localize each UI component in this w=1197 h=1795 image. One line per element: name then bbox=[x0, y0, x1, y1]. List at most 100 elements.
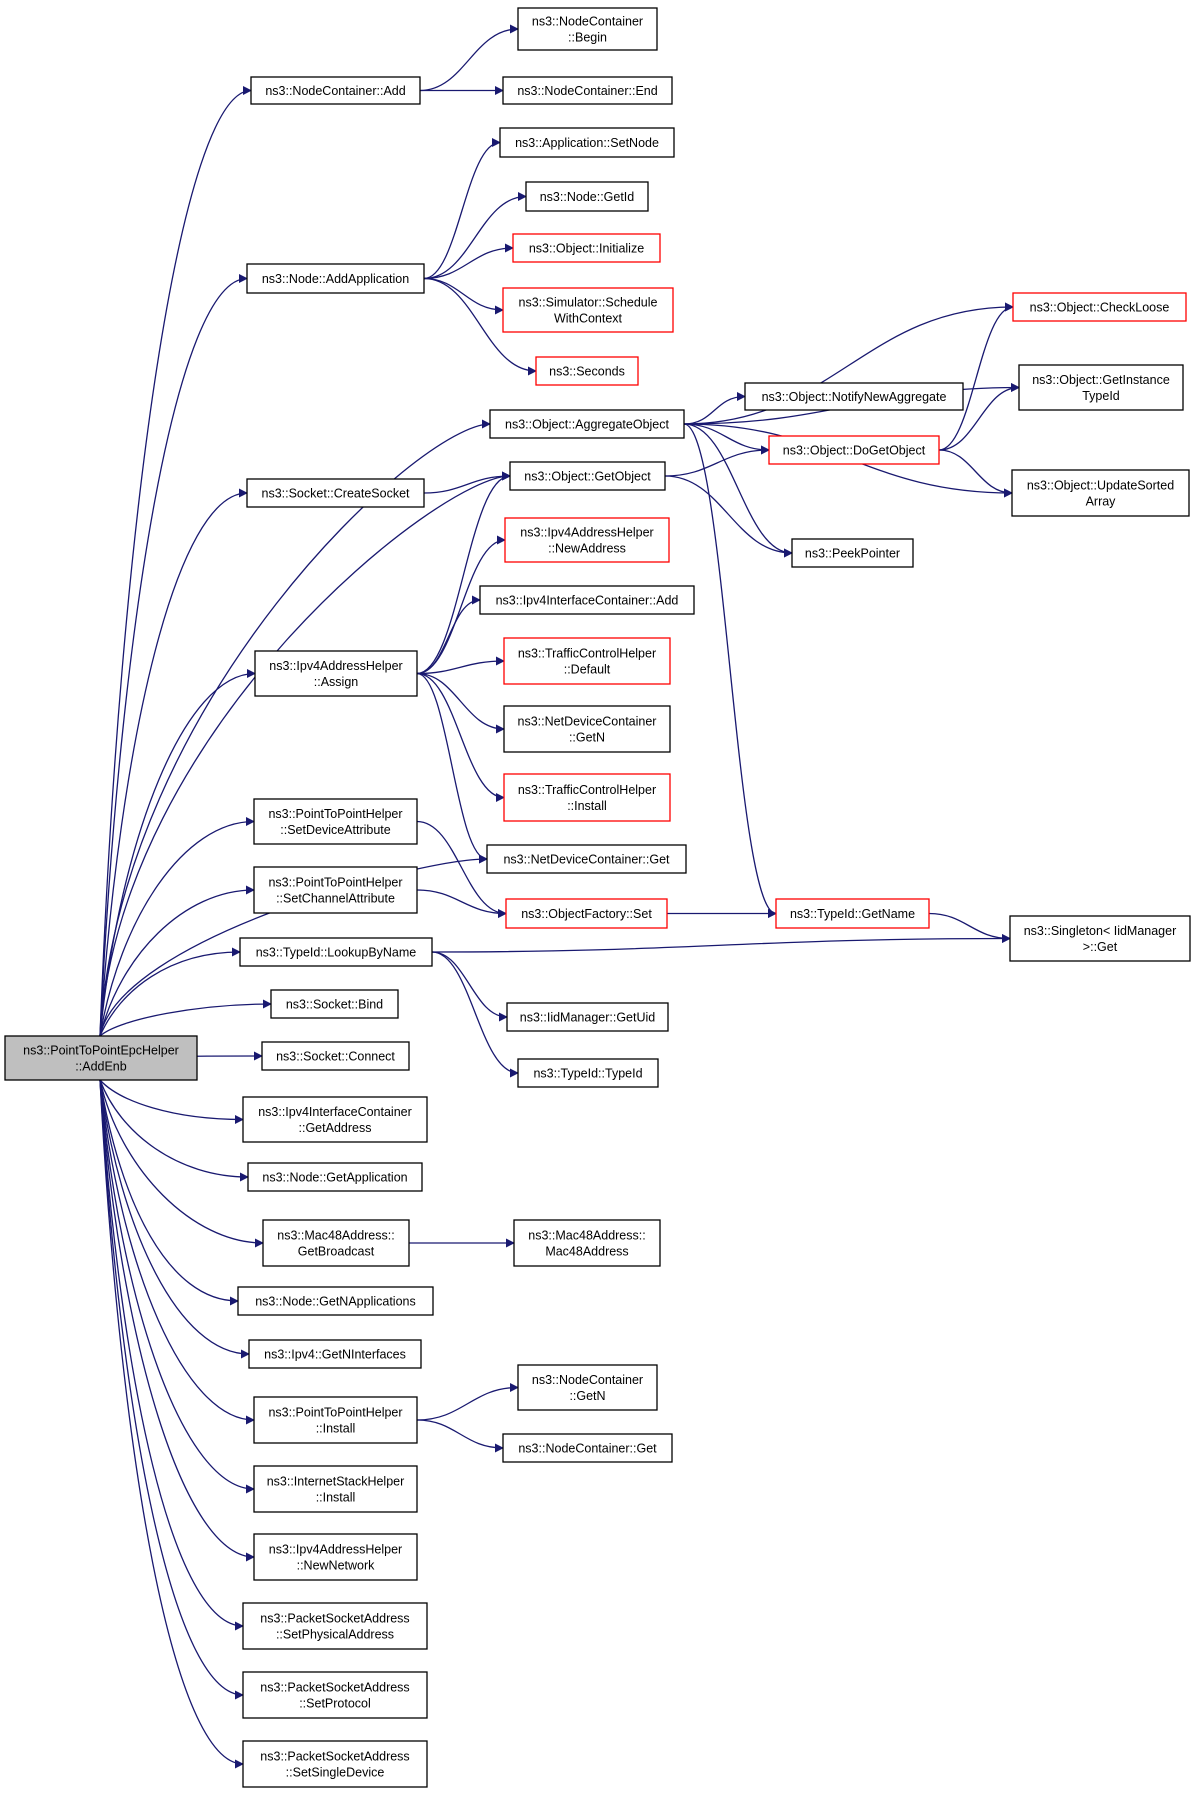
node-psa_setsingle[interactable]: ns3::PacketSocketAddress::SetSingleDevic… bbox=[242, 1740, 428, 1788]
node-p2p_setdevattr[interactable]: ns3::PointToPointHelper::SetDeviceAttrib… bbox=[253, 798, 418, 845]
node-nc_getn[interactable]: ns3::NodeContainer::GetN bbox=[517, 1364, 658, 1411]
node-label-line: ns3::Node::GetNApplications bbox=[255, 1295, 416, 1309]
node-ndc_get[interactable]: ns3::NetDeviceContainer::Get bbox=[486, 844, 687, 874]
node-app_setnode[interactable]: ns3::Application::SetNode bbox=[499, 127, 675, 158]
node-label-line: ns3::NetDeviceContainer::Get bbox=[503, 853, 670, 867]
node-obj_aggregate[interactable]: ns3::Object::AggregateObject bbox=[489, 409, 685, 439]
node-label-line: ::NewAddress bbox=[548, 542, 626, 556]
node-label-line: WithContext bbox=[554, 312, 623, 326]
edge-root-to-obj_aggregate bbox=[99, 419, 491, 1037]
node-label-line: ns3::PointToPointHelper bbox=[268, 876, 402, 890]
node-ipv4ah_assign[interactable]: ns3::Ipv4AddressHelper::Assign bbox=[254, 650, 418, 697]
edge-root-to-ipv4ah_newnet bbox=[99, 1079, 255, 1562]
node-seconds[interactable]: ns3::Seconds bbox=[535, 356, 639, 386]
node-ipv4ic_getaddr[interactable]: ns3::Ipv4InterfaceContainer::GetAddress bbox=[242, 1096, 428, 1143]
edge-obj_dogetobject-to-obj_getinsttype bbox=[938, 383, 1020, 451]
node-tch_install[interactable]: ns3::TrafficControlHelper::Install bbox=[503, 773, 671, 822]
node-typeid_lookup[interactable]: ns3::TypeId::LookupByName bbox=[239, 937, 433, 967]
edge-root-to-ipv4ah_assign bbox=[99, 669, 256, 1037]
node-p2p_install[interactable]: ns3::PointToPointHelper::Install bbox=[253, 1396, 418, 1444]
node-tch_default[interactable]: ns3::TrafficControlHelper::Default bbox=[503, 637, 671, 685]
node-peekpointer[interactable]: ns3::PeekPointer bbox=[791, 538, 914, 568]
node-label-line: ::SetPhysicalAddress bbox=[276, 1628, 394, 1642]
node-node_addapp[interactable]: ns3::Node::AddApplication bbox=[246, 263, 425, 294]
node-nc_add[interactable]: ns3::NodeContainer::Add bbox=[250, 76, 421, 105]
node-node_getnapps[interactable]: ns3::Node::GetNApplications bbox=[237, 1286, 434, 1316]
node-box bbox=[502, 287, 674, 333]
edge-root-to-mac48_getbcast bbox=[99, 1079, 264, 1248]
node-nc_get[interactable]: ns3::NodeContainer::Get bbox=[502, 1433, 673, 1463]
node-box bbox=[270, 989, 399, 1019]
edge-ipv4ah_assign-to-obj_getobject bbox=[416, 471, 511, 675]
node-label-line: ns3::NodeContainer bbox=[532, 15, 643, 29]
node-nc_begin[interactable]: ns3::NodeContainer::Begin bbox=[517, 7, 658, 51]
node-iid_getuid[interactable]: ns3::IidManager::GetUid bbox=[506, 1002, 669, 1032]
node-psa_setphys[interactable]: ns3::PacketSocketAddress::SetPhysicalAdd… bbox=[242, 1602, 428, 1650]
node-objfactory_set[interactable]: ns3::ObjectFactory::Set bbox=[505, 898, 668, 929]
node-label-line: ::SetProtocol bbox=[299, 1697, 371, 1711]
node-label-line: ns3::Ipv4AddressHelper bbox=[520, 526, 653, 540]
edge-obj_aggregate-to-obj_dogetobject bbox=[683, 423, 770, 455]
node-typeid_getname[interactable]: ns3::TypeId::GetName bbox=[775, 898, 930, 929]
node-box bbox=[253, 1533, 418, 1581]
node-box bbox=[1011, 469, 1190, 517]
node-singleton_get[interactable]: ns3::Singleton< IidManager >::Get bbox=[1009, 915, 1191, 962]
node-label-line: ns3::Node::AddApplication bbox=[262, 272, 409, 286]
node-label-line: ns3::ObjectFactory::Set bbox=[521, 907, 652, 921]
node-obj_getobject[interactable]: ns3::Object::GetObject bbox=[509, 461, 666, 491]
edge-ipv4ah_assign-to-tch_install bbox=[416, 672, 505, 802]
node-mac48_getbcast[interactable]: ns3::Mac48Address::GetBroadcast bbox=[262, 1219, 410, 1267]
node-label-line: ns3::Ipv4InterfaceContainer::Add bbox=[496, 594, 679, 608]
node-box bbox=[486, 844, 687, 874]
call-edges bbox=[99, 24, 1020, 1769]
node-mac48_ctor[interactable]: ns3::Mac48Address::Mac48Address bbox=[513, 1219, 661, 1267]
node-sock_connect[interactable]: ns3::Socket::Connect bbox=[261, 1041, 410, 1071]
node-node_getid[interactable]: ns3::Node::GetId bbox=[525, 181, 649, 212]
node-typeid_typeid[interactable]: ns3::TypeId::TypeId bbox=[517, 1058, 659, 1088]
edge-root-to-node_addapp bbox=[99, 274, 248, 1037]
node-label-line: ::AddEnb bbox=[75, 1060, 126, 1074]
node-ipv4ah_newaddr[interactable]: ns3::Ipv4AddressHelper::NewAddress bbox=[504, 517, 670, 563]
node-box bbox=[239, 937, 433, 967]
node-box bbox=[1009, 915, 1191, 962]
node-obj_checkloose[interactable]: ns3::Object::CheckLoose bbox=[1012, 292, 1187, 322]
node-ipv4_getnif[interactable]: ns3::Ipv4::GetNInterfaces bbox=[248, 1339, 422, 1369]
edge-root-to-psa_setphys bbox=[99, 1079, 244, 1631]
node-box bbox=[744, 382, 964, 411]
node-label-line: ns3::Singleton< IidManager bbox=[1024, 924, 1177, 938]
node-p2p_setchanattr[interactable]: ns3::PointToPointHelper::SetChannelAttri… bbox=[253, 866, 418, 914]
node-obj_notify[interactable]: ns3::Object::NotifyNewAggregate bbox=[744, 382, 964, 411]
node-box bbox=[253, 1465, 418, 1513]
node-sock_bind[interactable]: ns3::Socket::Bind bbox=[270, 989, 399, 1019]
edge-typeid_lookup-to-typeid_typeid bbox=[431, 951, 519, 1078]
node-sock_create[interactable]: ns3::Socket::CreateSocket bbox=[246, 478, 425, 508]
node-box bbox=[262, 1219, 410, 1267]
node-label-line: ns3::Object::UpdateSorted bbox=[1027, 479, 1174, 493]
edge-obj_aggregate-to-peekpointer bbox=[683, 423, 793, 558]
node-ndc_getn[interactable]: ns3::NetDeviceContainer::GetN bbox=[503, 705, 671, 753]
node-label-line: ns3::Socket::Connect bbox=[276, 1050, 395, 1064]
node-label-line: ::GetN bbox=[569, 1389, 605, 1403]
node-obj_init[interactable]: ns3::Object::Initialize bbox=[512, 233, 661, 263]
node-node_getapp[interactable]: ns3::Node::GetApplication bbox=[247, 1162, 423, 1192]
node-ish_install[interactable]: ns3::InternetStackHelper::Install bbox=[253, 1465, 418, 1513]
node-psa_setproto[interactable]: ns3::PacketSocketAddress::SetProtocol bbox=[242, 1671, 428, 1719]
node-obj_dogetobject[interactable]: ns3::Object::DoGetObject bbox=[768, 435, 940, 465]
node-ipv4ic_add[interactable]: ns3::Ipv4InterfaceContainer::Add bbox=[479, 585, 695, 615]
node-ipv4ah_newnet[interactable]: ns3::Ipv4AddressHelper::NewNetwork bbox=[253, 1533, 418, 1581]
node-box bbox=[242, 1096, 428, 1143]
node-box bbox=[535, 356, 639, 386]
node-box bbox=[479, 585, 695, 615]
node-label-line: ns3::Object::GetInstance bbox=[1032, 373, 1170, 387]
node-root[interactable]: ns3::PointToPointEpcHelper::AddEnb bbox=[4, 1035, 198, 1081]
node-box bbox=[499, 127, 675, 158]
edge-ipv4ah_assign-to-ndc_getn bbox=[416, 672, 505, 734]
node-nc_end[interactable]: ns3::NodeContainer::End bbox=[502, 76, 673, 105]
node-box bbox=[517, 7, 658, 51]
node-box bbox=[503, 637, 671, 685]
node-label-line: ns3::Object::Initialize bbox=[529, 242, 644, 256]
edge-node_addapp-to-app_setnode bbox=[423, 138, 501, 280]
